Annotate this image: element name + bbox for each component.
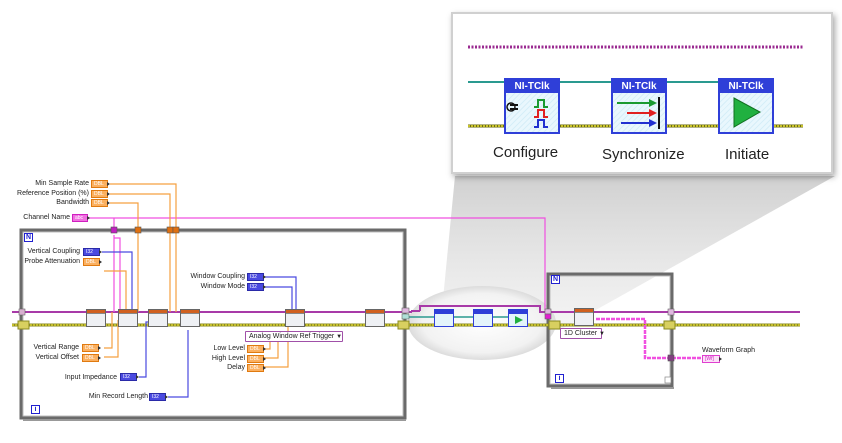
tunnel-min-rate <box>172 226 180 234</box>
niscope-configure-trigger[interactable] <box>285 309 305 327</box>
synchronize-arrows-icon <box>617 97 660 129</box>
vertical-offset-label: Vertical Offset <box>35 354 79 361</box>
shift-register-right-session <box>401 307 410 314</box>
vertical-range-constant[interactable]: DBL <box>82 344 101 352</box>
for-loop-2[interactable] <box>546 272 674 389</box>
loop-count-terminal[interactable]: N <box>24 233 33 242</box>
shift-register-left-session <box>18 308 26 316</box>
configure-clocks-icon <box>506 99 548 128</box>
min-sample-rate-constant[interactable]: DBL <box>91 180 110 188</box>
node-header: NI-TClk <box>613 80 665 93</box>
low-level-constant[interactable]: DBL <box>247 345 266 353</box>
shift-register-left-error <box>17 320 30 330</box>
shift-register-right-error <box>397 320 410 330</box>
min-sample-rate-label: Min Sample Rate <box>35 180 89 187</box>
probe-attenuation-label: Probe Attenuation <box>24 258 80 265</box>
bandwidth-label: Bandwidth <box>56 199 89 206</box>
zoom-callout: NI-TClk NI-TClk NI-TClk Configure Synchr… <box>451 12 833 174</box>
loop-iteration-terminal: i <box>31 405 40 414</box>
window-coupling-constant[interactable]: I32 <box>247 273 266 281</box>
vertical-range-label: Vertical Range <box>33 344 79 351</box>
initiate-caption: Initiate <box>725 146 770 163</box>
niscope-configure-vertical[interactable] <box>86 309 106 327</box>
channel-name-label: Channel Name <box>23 214 70 221</box>
dbl-wires <box>104 183 289 368</box>
window-mode-label: Window Mode <box>200 283 245 290</box>
vertical-offset-constant[interactable]: DBL <box>82 354 101 362</box>
callout-initiate-node[interactable]: NI-TClk <box>718 78 774 134</box>
bandwidth-constant[interactable]: DBL <box>91 199 110 207</box>
tclk-initiate-node[interactable] <box>508 309 528 327</box>
shift-register-right-tclk <box>401 313 410 320</box>
callout-configure-node[interactable]: NI-TClk <box>504 78 560 134</box>
fetch-type-selector[interactable]: 1D Cluster ▼ <box>560 328 605 339</box>
tunnel-bandwidth <box>134 226 142 234</box>
trigger-type-value: Analog Window Ref Trigger <box>249 333 335 340</box>
synchronize-caption: Synchronize <box>602 146 685 163</box>
reference-position-constant[interactable]: DBL <box>91 190 110 198</box>
niscope-configure-timing[interactable] <box>180 309 200 327</box>
probe-attenuation-constant[interactable]: DBL <box>83 258 102 266</box>
magnifier-beam <box>440 176 835 330</box>
input-impedance-label: Input Impedance <box>64 374 117 381</box>
tclk-synchronize-node[interactable] <box>473 309 493 327</box>
loop2-left-error <box>548 320 561 330</box>
loop2-count-terminal[interactable]: N <box>551 275 560 284</box>
loop2-left-channel <box>544 313 552 320</box>
loop2-right-session <box>667 308 675 316</box>
play-triangle-icon <box>733 97 762 128</box>
niscope-configure-chan-characteristics[interactable] <box>118 309 138 327</box>
vertical-coupling-label: Vertical Coupling <box>27 248 80 255</box>
waveform-graph-label: Waveform Graph <box>702 347 756 354</box>
tclk-configure-node[interactable] <box>434 309 454 327</box>
dropdown-arrow-icon: ▼ <box>599 331 605 337</box>
waveform-graph-indicator[interactable]: [Wf] <box>702 355 722 363</box>
niscope-configure-horizontal[interactable] <box>148 309 168 327</box>
window-mode-constant[interactable]: I32 <box>247 283 266 291</box>
high-level-label: High Level <box>211 355 245 362</box>
high-level-constant[interactable]: DBL <box>247 355 266 363</box>
vertical-coupling-constant[interactable]: I32 <box>83 248 102 256</box>
low-level-label: Low Level <box>213 345 245 352</box>
loop2-iteration-terminal: i <box>555 374 564 383</box>
play-icon <box>515 316 523 324</box>
trigger-type-selector[interactable]: Analog Window Ref Trigger ▼ <box>245 331 343 342</box>
loop2-waveform-tunnel <box>667 354 675 362</box>
callout-synchronize-node[interactable]: NI-TClk <box>611 78 667 134</box>
min-record-length-constant[interactable]: I32 <box>149 393 168 401</box>
reference-position-label: Reference Position (%) <box>17 190 89 197</box>
loop2-left-session <box>544 308 552 315</box>
tunnel-ref-pos <box>166 226 174 234</box>
loop2-right-error <box>663 320 676 330</box>
node-header: NI-TClk <box>720 80 772 93</box>
niscope-commit[interactable] <box>365 309 385 327</box>
delay-constant[interactable]: DBL <box>247 364 266 372</box>
fetch-type-value: 1D Cluster <box>564 330 598 337</box>
min-record-length-label: Min Record Length <box>88 393 148 400</box>
channel-name-constant[interactable]: abc <box>72 214 90 222</box>
window-coupling-label: Window Coupling <box>190 273 245 280</box>
input-impedance-constant[interactable]: I32 <box>120 373 139 381</box>
niscope-fetch[interactable] <box>574 308 594 326</box>
delay-label: Delay <box>227 364 245 371</box>
dropdown-arrow-icon: ▼ <box>336 334 343 340</box>
tunnel-channel <box>110 226 118 234</box>
node-header: NI-TClk <box>506 80 558 93</box>
configure-caption: Configure <box>493 144 559 161</box>
